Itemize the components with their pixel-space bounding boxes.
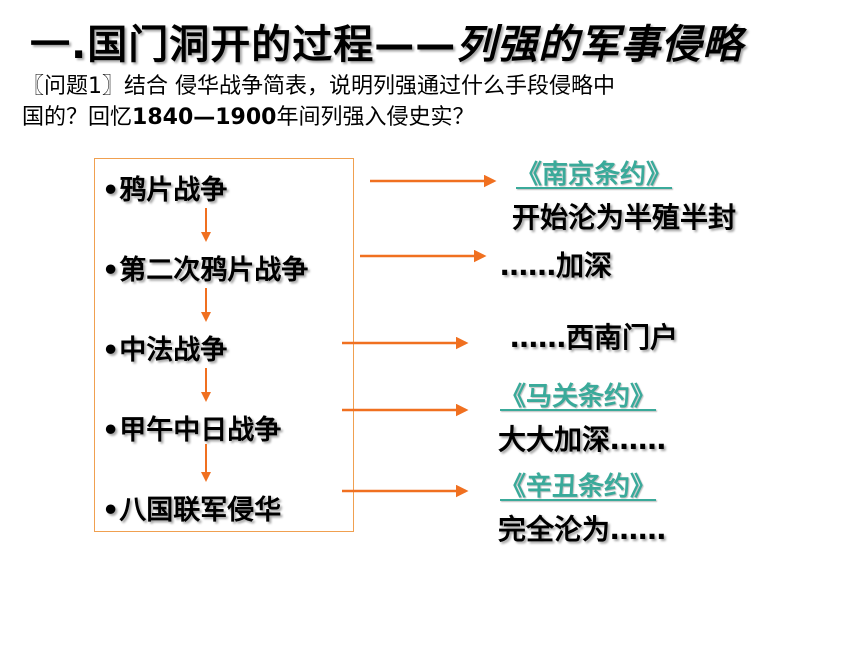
treaty-maguan: 《马关条约》	[500, 382, 657, 412]
war-list-box	[94, 158, 354, 532]
result-sino-japanese: 大大加深……	[498, 423, 667, 456]
war-item-eight-nation: •八国联军侵华	[102, 495, 282, 526]
war-item-second-opium: •第二次鸦片战争	[102, 255, 309, 286]
page-title: 一.国门洞开的过程——列强的军事侵略	[30, 12, 743, 70]
question-tag: 〖问题1〗	[22, 74, 124, 99]
treaty-nanjing: 《南京条约》	[516, 160, 673, 190]
result-sino-french: ……西南门户	[510, 321, 679, 354]
question-line-2: 国的？回忆1840—1900年间列强入侵史实？	[22, 103, 475, 133]
war-item-sino-french: •中法战争	[102, 335, 228, 366]
question-line-2-suffix: 年间列强入侵史实？	[276, 105, 475, 130]
war-item-opium: •鸦片战争	[102, 175, 228, 206]
question-years: 1840—1900	[132, 105, 277, 130]
war-item-sino-japanese: •甲午中日战争	[102, 415, 282, 446]
title-main: 一.国门洞开的过程——	[30, 22, 457, 68]
question-line-2-prefix: 国的？回忆	[22, 105, 133, 130]
question-line-1-text: 结合 侵华战争简表，说明列强通过什么手段侵略中	[124, 74, 615, 99]
title-emphasis: 列强的军事侵略	[456, 22, 744, 68]
treaty-xinchou: 《辛丑条约》	[500, 472, 657, 502]
question-line-1: 〖问题1〗结合 侵华战争简表，说明列强通过什么手段侵略中	[22, 72, 615, 102]
result-second-opium: ……加深	[500, 249, 613, 282]
result-eight-nation: 完全沦为……	[498, 513, 667, 546]
result-opium: 开始沦为半殖半封	[512, 201, 737, 234]
